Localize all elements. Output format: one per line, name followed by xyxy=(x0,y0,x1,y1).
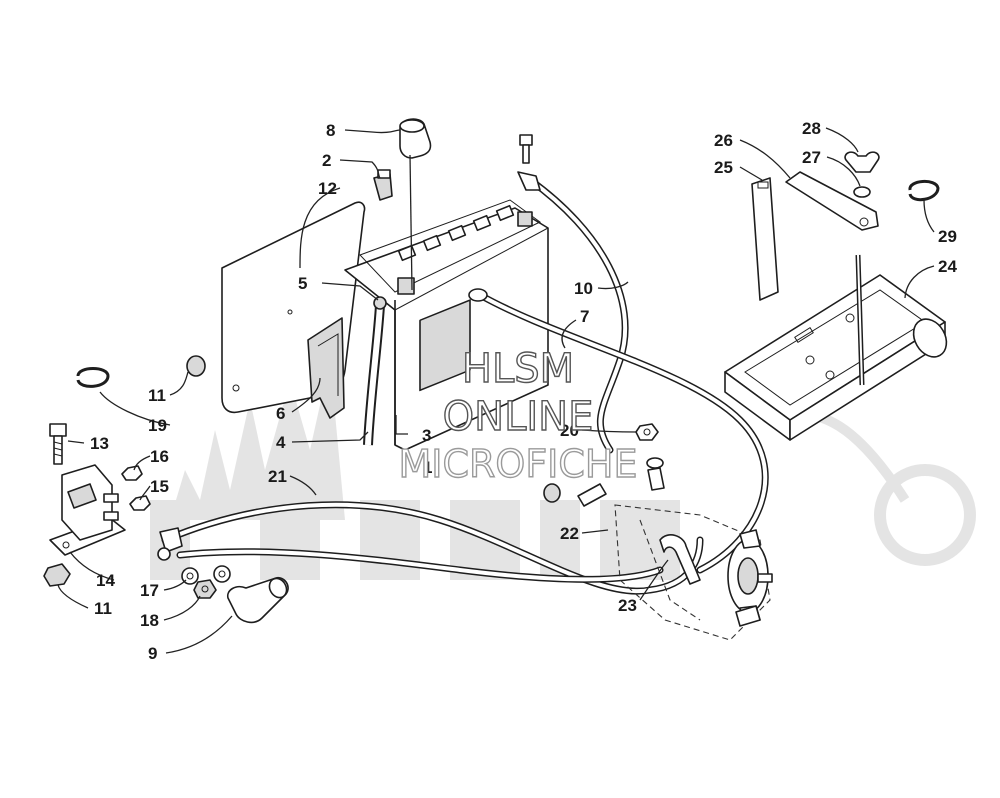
battery-tray xyxy=(724,274,948,441)
callout-8: 8 xyxy=(326,121,335,140)
hold-down-strap xyxy=(751,177,779,301)
callout-16: 16 xyxy=(150,447,169,466)
nut-set-18 xyxy=(193,579,217,599)
callout-13: 13 xyxy=(90,434,109,453)
watermark-line-2: ONLINE xyxy=(443,394,594,440)
callout-4: 4 xyxy=(276,433,286,452)
snap-ring-19 xyxy=(76,367,110,388)
callout-27: 27 xyxy=(802,148,821,167)
battery xyxy=(344,199,549,451)
callout-20: 20 xyxy=(560,421,579,440)
callout-26: 26 xyxy=(714,131,733,150)
callout-24: 24 xyxy=(938,257,957,276)
nut-16 xyxy=(121,465,143,481)
callout-17: 17 xyxy=(140,581,159,600)
cable-terminal-lug xyxy=(646,457,665,491)
vent-tube xyxy=(363,296,387,446)
solenoid-cable xyxy=(159,501,704,595)
wing-nut-28 xyxy=(844,151,880,173)
snap-ring-29 xyxy=(908,180,940,202)
positive-cable xyxy=(517,171,629,454)
watermark-line-3: MICROFICHE xyxy=(398,442,637,486)
callout-21: 21 xyxy=(268,467,287,486)
solenoid-terminal-boot xyxy=(226,576,289,624)
nut-11-lower xyxy=(43,563,71,587)
nut-11-upper xyxy=(186,355,206,377)
nut-15 xyxy=(129,495,151,511)
callout-11-lower: 11 xyxy=(94,599,112,618)
washer-set-17 xyxy=(157,547,231,585)
callout-2: 2 xyxy=(322,151,331,170)
battery-cell-caps xyxy=(397,204,515,262)
callout-29: 29 xyxy=(938,227,957,246)
terminal-boot xyxy=(399,118,432,159)
cable-bolt xyxy=(519,134,533,164)
callout-11-upper: 11 xyxy=(148,386,166,405)
tray-hold-down-rod xyxy=(855,254,865,386)
callout-22: 22 xyxy=(560,524,579,543)
battery-to-starter-cable xyxy=(468,288,769,574)
callout-10: 10 xyxy=(574,279,593,298)
callout-15: 15 xyxy=(150,477,169,496)
callout-labels: 1 2 3 4 5 6 7 8 9 10 11 11 12 13 14 15 1… xyxy=(90,119,957,663)
washer-27 xyxy=(853,186,871,198)
callout-23: 23 xyxy=(618,596,637,615)
cable-grommet xyxy=(543,483,607,507)
bolt-13 xyxy=(49,423,67,465)
watermark-line-1: HLSM xyxy=(462,346,574,392)
vent-plug xyxy=(373,169,393,201)
callout-25: 25 xyxy=(714,158,733,177)
callout-7: 7 xyxy=(580,307,589,326)
callout-14: 14 xyxy=(96,571,115,590)
callout-19: 19 xyxy=(148,416,167,435)
callout-12: 12 xyxy=(318,179,337,198)
starter-solenoid xyxy=(49,464,126,556)
callout-1: 1 xyxy=(423,458,432,477)
callout-9: 9 xyxy=(148,644,157,663)
callout-28: 28 xyxy=(802,119,821,138)
callout-3: 3 xyxy=(422,426,431,445)
cable-clamp xyxy=(659,534,701,585)
callout-5: 5 xyxy=(298,274,307,293)
hex-nut-20 xyxy=(635,423,659,441)
battery-bracket xyxy=(307,317,345,419)
watermark: HLSM ONLINE MICROFICHE xyxy=(398,345,638,486)
callout-6: 6 xyxy=(276,404,285,423)
starter-bolt xyxy=(735,605,761,627)
callout-18: 18 xyxy=(140,611,159,630)
leader-lines xyxy=(57,127,935,654)
strap-bracket xyxy=(785,171,879,231)
